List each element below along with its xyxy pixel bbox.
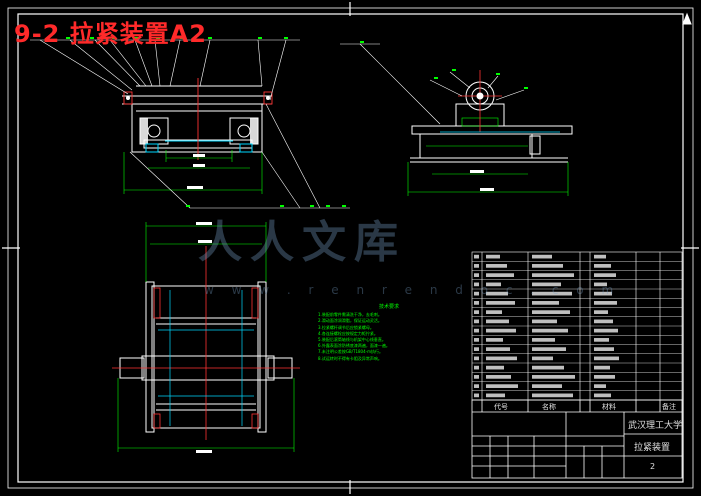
front-section-view [30,37,350,209]
sheet-number: 2 [650,462,656,471]
note-line: 4.各连接螺栓应按规定力矩拧紧。 [318,330,378,336]
note-line: 1.装配前零件需清洗干净，去毛刺。 [318,312,382,318]
parts-list-rows [472,261,682,391]
drawing-title: 9-2 拉紧装置A2 [14,20,207,48]
header-material: 材料 [602,403,616,411]
side-view [340,41,573,196]
technical-requirements: 技术要求 1.装配前零件需清洗干净，去毛刺。 2.滑动面涂润滑脂，保证运动灵活。… [318,304,460,362]
header-remark: 备注 [662,403,676,411]
parts-list-fill [474,254,619,398]
title-block [471,399,683,479]
school-name: 武汉理工大学 [628,421,683,431]
note-line: 3.拉紧螺杆调节后应锁紧螺母。 [318,324,374,330]
header-name: 名称 [542,403,556,411]
drawing-name: 拉紧装置 [634,443,671,453]
note-line: 8.试运转时不得有卡阻及异常声响。 [318,355,382,361]
plan-view [112,222,300,453]
note-line: 2.滑动面涂润滑脂，保证运动灵活。 [318,318,382,324]
notes-title: 技术要求 [378,304,399,310]
note-line: 7.未注明公差按GB/T1804-m执行。 [318,349,383,355]
note-line: 5.装配后滚筒轴线与机架中心线垂直。 [318,337,386,343]
note-line: 6.外露表面涂防锈底漆两遍，面漆一遍。 [318,343,390,349]
header-code: 代号 [494,403,508,411]
